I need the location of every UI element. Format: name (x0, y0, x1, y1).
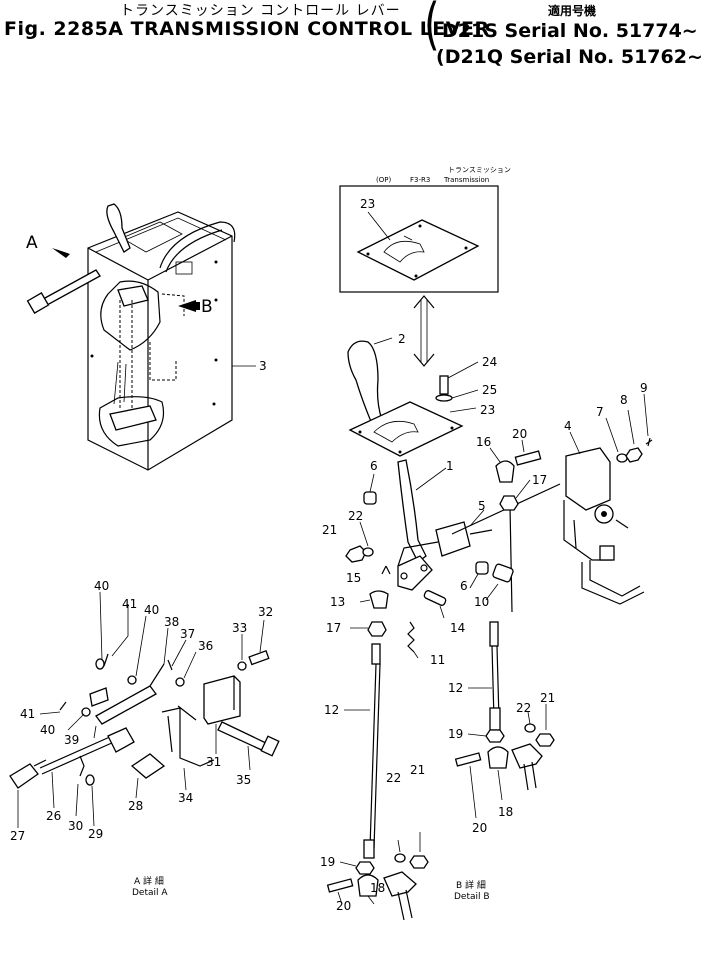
view-b-marker: B (201, 297, 213, 317)
f3r3-label: F3-R3 (410, 176, 430, 184)
part-label-5: 5 (478, 499, 486, 513)
part-label-25: 25 (482, 383, 497, 397)
detail-a-assembly: 40 41 40 38 37 36 33 32 41 40 39 31 35 3… (9, 579, 280, 843)
option-label: (OP) (376, 176, 391, 184)
part-label-15: 15 (346, 571, 361, 585)
part-label-31: 31 (206, 755, 221, 769)
part-label-20-left: 20 (336, 899, 351, 913)
part-label-41-top: 41 (122, 597, 137, 611)
part-label-6-upper: 6 (370, 459, 378, 473)
title-japanese: トランスミッション コントロール レバー (120, 3, 401, 19)
part-label-20-right: 20 (472, 821, 487, 835)
part-label-13: 13 (330, 595, 345, 609)
part-label-21-upper: 21 (322, 523, 337, 537)
part-label-30: 30 (68, 819, 83, 833)
detail-a-caption: Detail A (132, 888, 168, 898)
part-label-21-right: 21 (540, 691, 555, 705)
detail-b-caption-japanese: B 詳 細 (456, 879, 486, 891)
part-label-32: 32 (258, 605, 273, 619)
part-label-29: 29 (88, 827, 103, 841)
part-label-40-left: 40 (40, 723, 55, 737)
part-label-23: 23 (480, 403, 495, 417)
part-label-24: 24 (482, 355, 497, 369)
part-label-22-upper: 22 (348, 509, 363, 523)
figure-header: トランスミッション コントロール レバー Fig. 2285A TRANSMIS… (0, 0, 704, 72)
part-label-34: 34 (178, 791, 193, 805)
part-label-12-right: 12 (448, 681, 463, 695)
part-label-37: 37 (180, 627, 195, 641)
part-label-33: 33 (232, 621, 247, 635)
part-label-4: 4 (564, 419, 572, 433)
detail-b-assembly: 2 24 25 23 20 4 7 8 9 16 1 6 17 5 22 21 … (320, 332, 653, 921)
part-label-27: 27 (10, 829, 25, 843)
part-label-35: 35 (236, 773, 251, 787)
part-label-19-left: 19 (320, 855, 335, 869)
part-label-18-right: 18 (498, 805, 513, 819)
part-label-26: 26 (46, 809, 61, 823)
figure-title: Fig. 2285A TRANSMISSION CONTROL LEVER (4, 18, 490, 40)
part-label-36: 36 (198, 639, 213, 653)
part-label-16: 16 (476, 435, 491, 449)
part-label-7: 7 (596, 405, 604, 419)
part-label-8: 8 (620, 393, 628, 407)
part-label-1: 1 (446, 459, 454, 473)
part-label-2: 2 (398, 332, 406, 346)
part-label-40-top: 40 (94, 579, 109, 593)
detail-a-caption-japanese: A 詳 細 (134, 875, 164, 887)
part-label-21-lower-left: 21 (410, 763, 425, 777)
serial-d21q: (D21Q Serial No. 51762~) (436, 46, 704, 68)
part-label-20-upper: 20 (512, 427, 527, 441)
part-label-11: 11 (430, 653, 445, 667)
part-label-19-right: 19 (448, 727, 463, 741)
part-label-40-middle: 40 (144, 603, 159, 617)
option-transmission-box: トランスミッション (OP) F3-R3 Transmission 23 (339, 166, 511, 367)
part-label-6-lower: 6 (460, 579, 468, 593)
view-a-marker: A (26, 233, 38, 253)
part-label-14: 14 (450, 621, 465, 635)
part-label-17-lower: 17 (326, 621, 341, 635)
part-label-10: 10 (474, 595, 489, 609)
detail-b-caption: Detail B (454, 892, 490, 902)
part-label-39: 39 (64, 733, 79, 747)
applicability-bracket: ( (424, 0, 440, 58)
part-label-38: 38 (164, 615, 179, 629)
part-label-17-upper: 17 (532, 473, 547, 487)
console-overview: A B 3 (26, 203, 267, 471)
part-label-18-left: 18 (370, 881, 385, 895)
part-label-22-right: 22 (516, 701, 531, 715)
serial-d21s: D21S Serial No. 51774~ (442, 20, 698, 42)
part-label-41-left: 41 (20, 707, 35, 721)
part-label-9: 9 (640, 381, 648, 395)
applicable-models-japanese: 適用号機 (548, 4, 597, 18)
transmission-label: Transmission (443, 176, 489, 184)
transmission-japanese-label: トランスミッション (448, 166, 511, 174)
part-label-3: 3 (259, 359, 267, 373)
part-label-28: 28 (128, 799, 143, 813)
part-label-22-lower-left: 22 (386, 771, 401, 785)
part-label-12-left: 12 (324, 703, 339, 717)
part-label-23-option: 23 (360, 197, 375, 211)
